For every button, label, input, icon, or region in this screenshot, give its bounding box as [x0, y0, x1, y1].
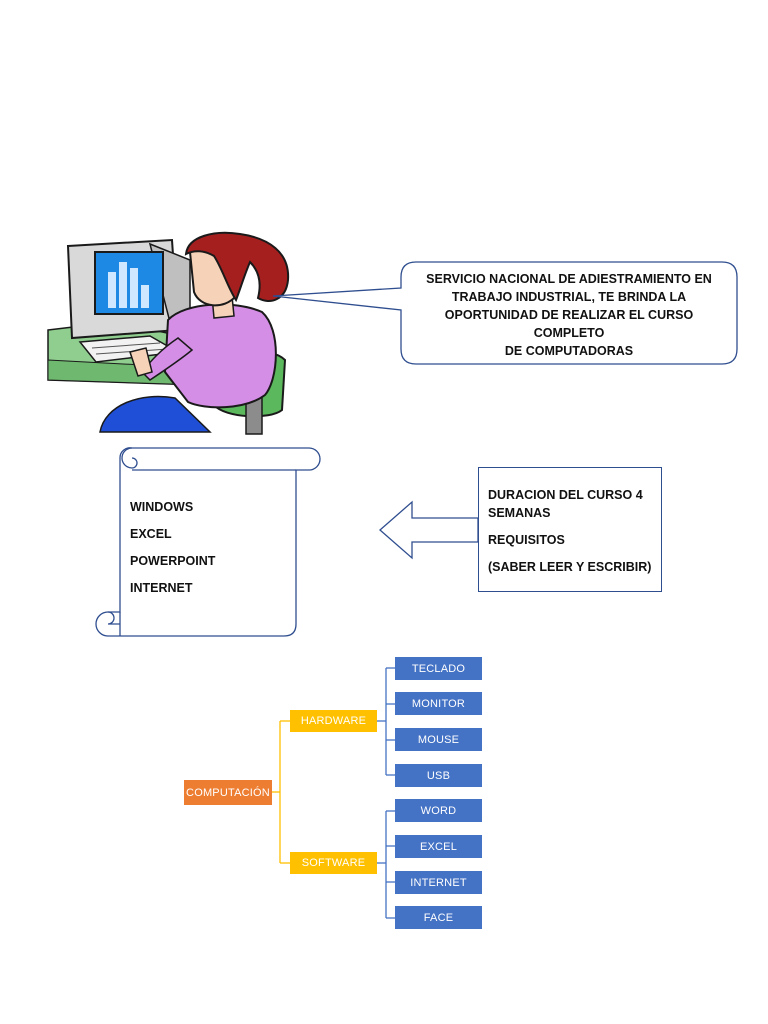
speech-bubble-text: SERVICIO NACIONAL DE ADIESTRAMIENTO EN T… [415, 270, 723, 360]
branch-node-software: SOFTWARE [290, 852, 377, 874]
list-item: INTERNET [130, 581, 193, 595]
woman-at-computer-illustration [47, 231, 290, 435]
branch-node-hardware: HARDWARE [290, 710, 377, 732]
leaf-node: USB [395, 764, 482, 787]
speech-bubble-shape [272, 261, 738, 365]
mind-map-root-node: COMPUTACIÓN [184, 780, 272, 805]
speech-line: OPORTUNIDAD DE REALIZAR EL CURSO COMPLET… [444, 308, 694, 340]
speech-line: SERVICIO NACIONAL DE ADIESTRAMIENTO EN [426, 272, 712, 286]
speech-line: TRABAJO INDUSTRIAL, TE BRINDA LA [451, 290, 687, 304]
requirements-heading: REQUISITOS [488, 533, 565, 547]
course-info-text: DURACION DEL CURSO 4 SEMANAS REQUISITOS … [488, 486, 658, 576]
leaf-node: WORD [395, 799, 482, 822]
list-item: WINDOWS [130, 500, 194, 514]
mind-map-leaf-connectors [376, 667, 395, 919]
speech-line: DE COMPUTADORAS [504, 344, 634, 358]
list-item: EXCEL [130, 527, 172, 541]
course-topics-list: WINDOWS EXCEL POWERPOINT INTERNET [130, 497, 290, 605]
mind-map-connectors [272, 720, 290, 864]
leaf-node: INTERNET [395, 871, 482, 894]
duration-line-1: DURACION DEL CURSO 4 [488, 488, 643, 502]
list-item: POWERPOINT [130, 554, 216, 568]
duration-line-2: SEMANAS [488, 506, 551, 520]
left-arrow-shape [379, 500, 479, 560]
leaf-node: MONITOR [395, 692, 482, 715]
scroll-shape [95, 447, 321, 637]
leaf-node: MOUSE [395, 728, 482, 751]
leaf-node: FACE [395, 906, 482, 929]
course-info-box [478, 467, 662, 592]
leaf-node: TECLADO [395, 657, 482, 680]
requirements-detail: (SABER LEER Y ESCRIBIR) [488, 560, 652, 574]
leaf-node: EXCEL [395, 835, 482, 858]
